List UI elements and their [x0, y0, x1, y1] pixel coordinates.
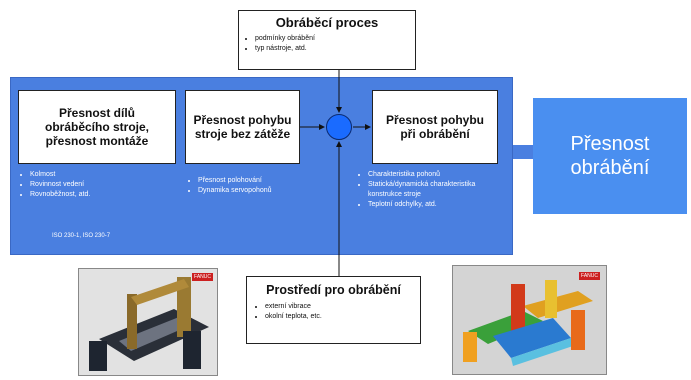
- list-item: Statická/dynamická charakteristika konst…: [368, 180, 498, 200]
- thermal-analysis-image: FANUC: [452, 265, 607, 375]
- machine-structure-image: FANUC: [78, 268, 218, 376]
- list-item: Teplotní odchylky, atd.: [368, 200, 498, 210]
- list-item: Rovinnost vedení: [30, 180, 170, 190]
- list-item: Přesnost polohování: [198, 176, 328, 186]
- list-item: Charakteristika pohonů: [368, 170, 498, 180]
- result-arrow: [513, 145, 533, 159]
- machine-model-graphic: [79, 269, 217, 375]
- list-item: Dynamika servopohonů: [198, 186, 328, 196]
- list-item: typ nástroje, atd.: [255, 44, 409, 54]
- machining-motion-label: Přesnost pohybu při obrábění: [385, 113, 484, 141]
- fem-model-graphic: [453, 266, 606, 374]
- no-load-motion-box: Přesnost pohybu stroje bez zátěže: [185, 90, 300, 164]
- no-load-motion-label: Přesnost pohybu stroje bez zátěže: [193, 113, 292, 141]
- fanuc-logo: FANUC: [579, 272, 600, 280]
- machining-process-box: Obráběcí proces podmínky obrábění typ ná…: [238, 10, 416, 70]
- no-load-factor-list: Přesnost polohování Dynamika servopohonů: [188, 176, 328, 196]
- list-item: okolní teplota, etc.: [265, 312, 412, 322]
- machining-process-title: Obráběcí proces: [275, 15, 379, 30]
- machining-environment-title: Prostředí pro obrábění: [266, 283, 401, 297]
- parts-accuracy-box: Přesnost dílů obráběcího stroje, přesnos…: [18, 90, 176, 164]
- list-item: podmínky obrábění: [255, 34, 409, 44]
- fanuc-logo: FANUC: [192, 273, 213, 281]
- list-item: externí vibrace: [265, 302, 412, 312]
- parts-accuracy-label: Přesnost dílů obráběcího stroje, přesnos…: [44, 106, 150, 148]
- junction-circle: [326, 114, 352, 140]
- machining-environment-list: externí vibrace okolní teplota, etc.: [255, 302, 412, 322]
- machining-process-list: podmínky obrábění typ nástroje, atd.: [245, 34, 409, 54]
- machining-environment-box: Prostředí pro obrábění externí vibrace o…: [246, 276, 421, 344]
- list-item: Kolmost: [30, 170, 170, 180]
- list-item: Rovnoběžnost, atd.: [30, 190, 170, 200]
- fanuc-logo-text: FANUC: [581, 273, 598, 279]
- fanuc-logo-text: FANUC: [194, 274, 211, 280]
- machining-motion-factor-list: Charakteristika pohonů Statická/dynamick…: [358, 170, 498, 210]
- machining-motion-box: Přesnost pohybu při obrábění: [372, 90, 498, 164]
- machining-accuracy-box: Přesnost obrábění: [533, 98, 687, 214]
- parts-factor-list: Kolmost Rovinnost vedení Rovnoběžnost, a…: [20, 170, 170, 200]
- machining-accuracy-label: Přesnost obrábění: [570, 133, 650, 179]
- iso-standard-label: ISO 230-1, ISO 230-7: [52, 233, 111, 239]
